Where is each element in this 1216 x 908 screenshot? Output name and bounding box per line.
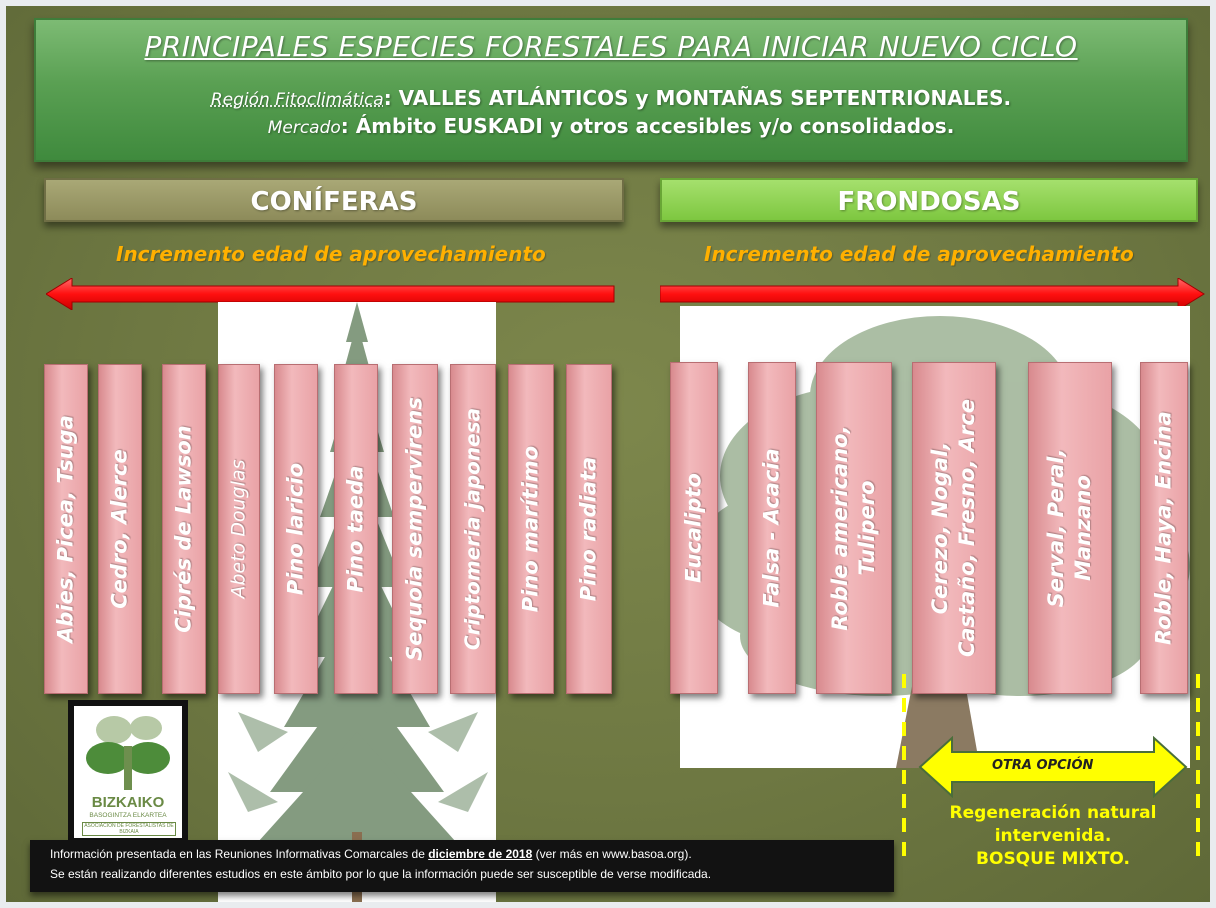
page-title: PRINCIPALES ESPECIES FORESTALES PARA INI… xyxy=(144,30,1078,63)
species-label: Roble americano,Tulipero xyxy=(827,425,881,630)
species-bar-cipres: Ciprés de Lawson xyxy=(162,364,206,694)
logo-subtitle: BASOGINTZA ELKARTEA xyxy=(89,812,167,819)
species-label-line: Roble, Haya, Encina xyxy=(1151,411,1176,645)
slide: PRINCIPALES ESPECIES FORESTALES PARA INI… xyxy=(6,6,1210,902)
coniferas-increment-label: Incremento edad de aprovechamiento xyxy=(116,242,546,266)
coniferas-header: CONÍFERAS xyxy=(44,178,624,222)
info-line-1-post: (ver más en www.basoa.org). xyxy=(532,847,692,861)
logo-subtitle-2: ASOCIACIÓN DE FORESTALISTAS DE BIZKAIA xyxy=(82,822,176,836)
species-label-line: Castaño, Fresno, Arce xyxy=(955,398,979,658)
info-line-2: Se están realizando diferentes estudios … xyxy=(50,867,712,881)
species-label: Pino marítimo xyxy=(518,445,543,613)
species-bar-cedro: Cedro, Alerce xyxy=(98,364,142,694)
species-label: Pino radiata xyxy=(576,456,601,602)
species-bar-falsa-acacia: Falsa - Acacia xyxy=(748,362,796,694)
regeneracion-text: Regeneración natural intervenida. BOSQUE… xyxy=(924,802,1182,871)
species-bar-pino-laricio: Pino laricio xyxy=(274,364,318,694)
species-label: Cedro, Alerce xyxy=(107,449,132,609)
species-label: Serval, Peral,Manzano xyxy=(1043,449,1097,608)
info-box: Información presentada en las Reuniones … xyxy=(30,840,894,892)
info-date: diciembre de 2018 xyxy=(428,847,533,861)
species-label-line: Roble americano, xyxy=(828,425,852,631)
species-bar-pino-maritimo: Pino marítimo xyxy=(508,364,554,694)
species-label-line: Eucalipto xyxy=(681,473,706,583)
species-label-line: Manzano xyxy=(1071,475,1095,581)
species-bar-abies: Abies, Picea, Tsuga xyxy=(44,364,88,694)
regeneracion-line-1: Regeneración natural xyxy=(949,803,1157,823)
logo: BIZKAIKO BASOGINTZA ELKARTEA ASOCIACIÓN … xyxy=(68,700,188,844)
double-arrow-icon xyxy=(918,736,1188,798)
species-label: Cerezo, Nogal,Castaño, Fresno, Arce xyxy=(927,399,981,657)
species-label-line: Cerezo, Nogal, xyxy=(928,441,952,615)
species-bar-criptomeria: Criptomeria japonesa xyxy=(450,364,496,694)
species-bar-roble-haya: Roble, Haya, Encina xyxy=(1140,362,1188,694)
species-bar-sequoia: Sequoia sempervirens xyxy=(392,364,438,694)
species-label-line: Tulipero xyxy=(855,480,879,576)
right-arrow-icon xyxy=(660,278,1205,310)
species-bar-serval: Serval, Peral,Manzano xyxy=(1028,362,1112,694)
species-bar-roble-americano: Roble americano,Tulipero xyxy=(816,362,892,694)
species-label: Abeto Douglas xyxy=(227,459,250,599)
market-line: Mercado: Ámbito EUSKADI y otros accesibl… xyxy=(36,113,1186,141)
species-label: Pino laricio xyxy=(283,462,308,596)
otra-opcion-markers xyxy=(902,674,1200,862)
market-label: Mercado xyxy=(267,118,341,138)
header-box: PRINCIPALES ESPECIES FORESTALES PARA INI… xyxy=(34,18,1188,162)
region-label: Región Fitoclimática xyxy=(210,90,384,110)
regeneracion-line-3: BOSQUE MIXTO. xyxy=(976,849,1130,869)
frondosas-increment-label: Incremento edad de aprovechamiento xyxy=(704,242,1134,266)
regeneracion-line-2: intervenida. xyxy=(994,826,1112,846)
otra-opcion-label: OTRA OPCIÓN xyxy=(992,758,1094,773)
species-label-line: Falsa - Acacia xyxy=(759,448,784,608)
species-label: Eucalipto xyxy=(681,473,708,583)
info-line-1: Información presentada en las Reuniones … xyxy=(50,844,894,864)
species-bar-pino-radiata: Pino radiata xyxy=(566,364,612,694)
species-label: Ciprés de Lawson xyxy=(171,425,196,633)
species-label: Abies, Picea, Tsuga xyxy=(53,415,78,643)
region-value: : VALLES ATLÁNTICOS y MONTAÑAS SEPTENTRI… xyxy=(383,86,1012,110)
logo-name: BIZKAIKO xyxy=(91,794,165,811)
region-line: Región Fitoclimática: VALLES ATLÁNTICOS … xyxy=(36,85,1186,113)
info-line-1-pre: Información presentada en las Reuniones … xyxy=(50,847,429,861)
species-bar-eucalipto: Eucalipto xyxy=(670,362,718,694)
species-label: Sequoia sempervirens xyxy=(402,397,427,661)
species-label-line: Serval, Peral, xyxy=(1044,448,1068,608)
species-bar-abeto-douglas: Abeto Douglas xyxy=(218,364,260,694)
species-label: Criptomeria japonesa xyxy=(460,407,485,651)
logo-leaves-icon xyxy=(86,716,170,790)
species-label: Falsa - Acacia xyxy=(759,448,786,607)
market-value: : Ámbito EUSKADI y otros accesibles y/o … xyxy=(340,114,955,138)
logo-inner: BIZKAIKO BASOGINTZA ELKARTEA ASOCIACIÓN … xyxy=(74,706,182,838)
species-bar-pino-taeda: Pino taeda xyxy=(334,364,378,694)
species-label: Pino taeda xyxy=(343,465,368,593)
frondosas-header: FRONDOSAS xyxy=(660,178,1198,222)
species-bar-cerezo: Cerezo, Nogal,Castaño, Fresno, Arce xyxy=(912,362,996,694)
species-label: Roble, Haya, Encina xyxy=(1151,411,1178,645)
